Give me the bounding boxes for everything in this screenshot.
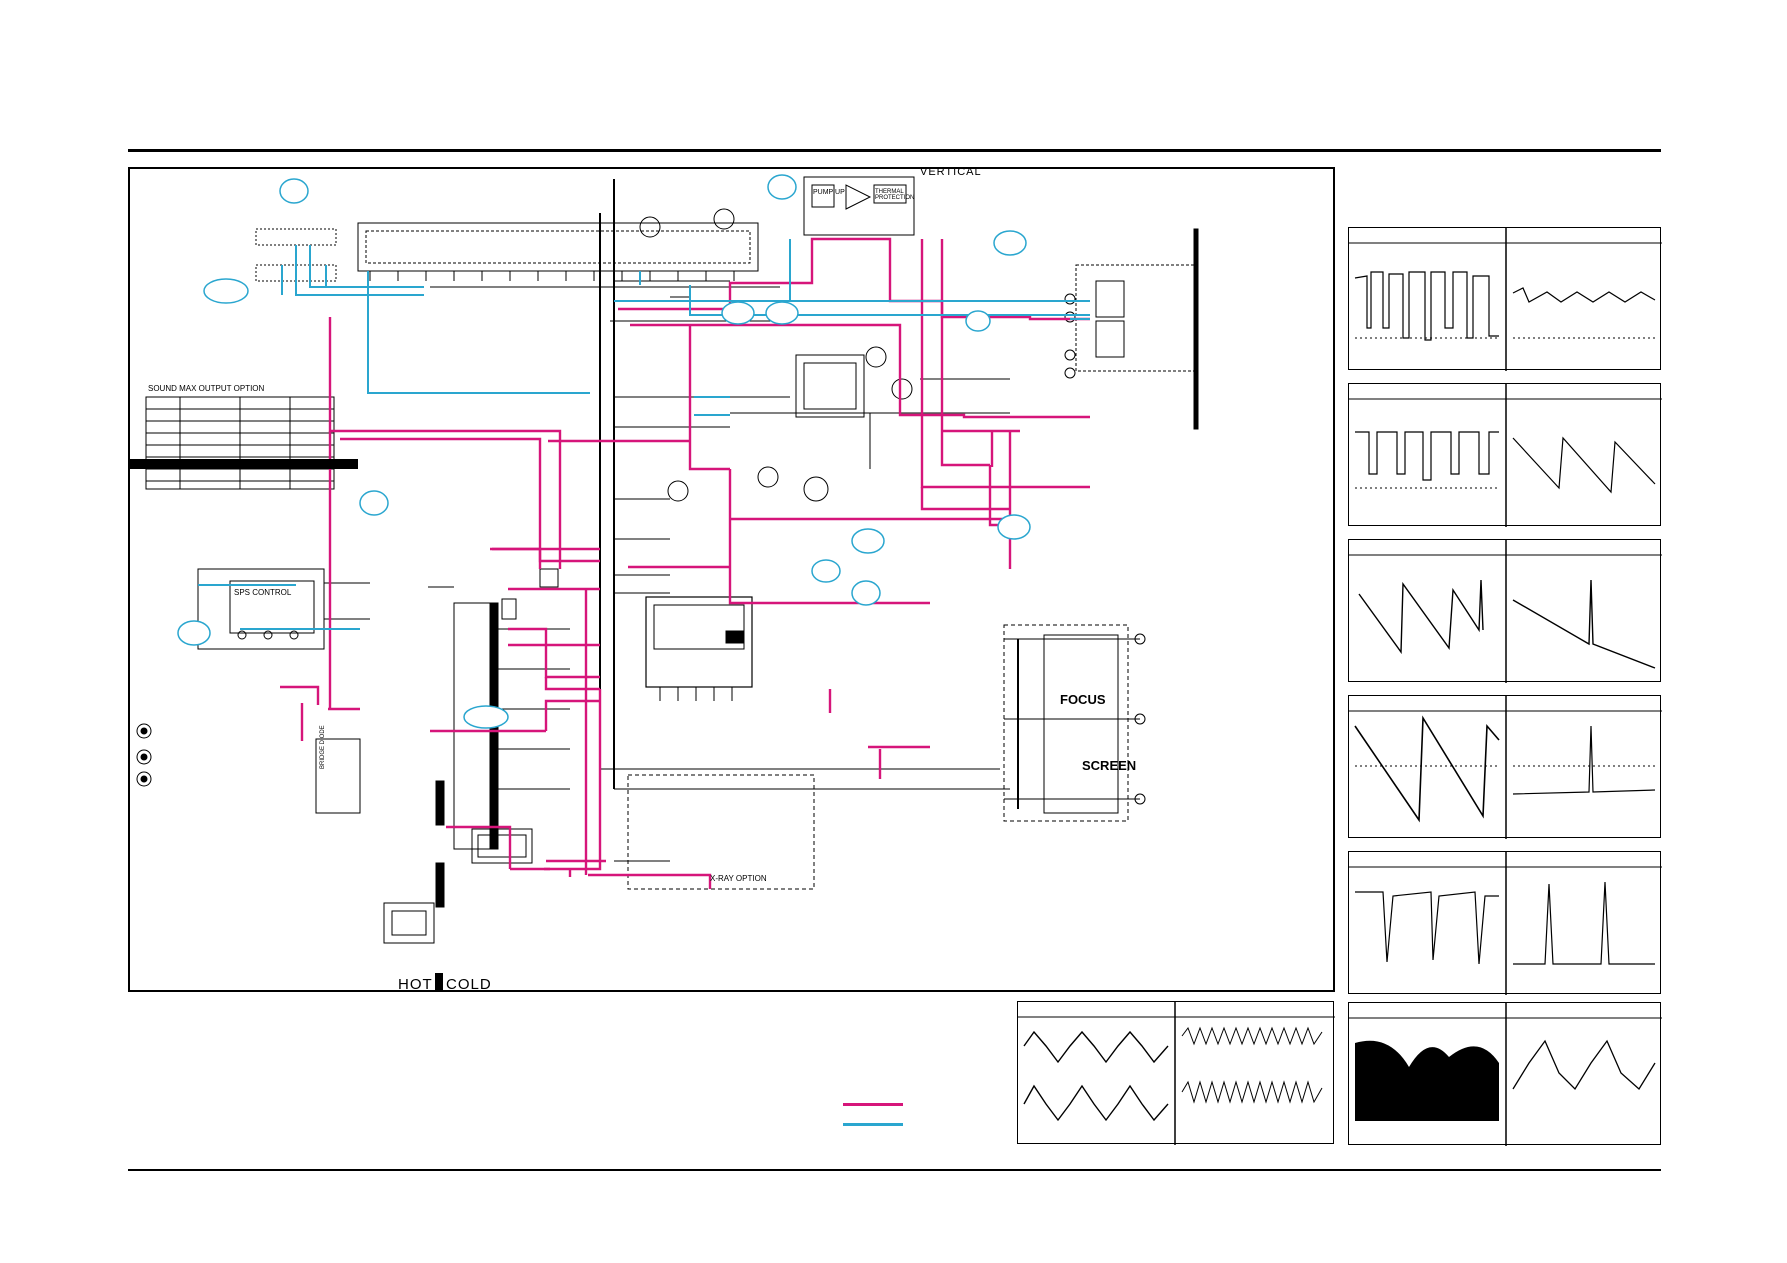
waveform-panel-1 [1348, 227, 1662, 371]
top-rule [128, 149, 1661, 152]
waveform-6 [1349, 1003, 1662, 1146]
waveform-panel-4 [1348, 695, 1662, 839]
waveform-3 [1349, 540, 1662, 683]
focus-label: FOCUS [1060, 692, 1106, 707]
sps-control-label: SPS CONTROL [234, 588, 292, 597]
screen-label: SCREEN [1082, 758, 1137, 773]
bridge-diode-label: BRIDGE DIODE [320, 725, 326, 769]
schematic-frame: VERTICAL PUMP UP THERMAL PROTECTION SOUN… [128, 167, 1335, 992]
waveform-panel-3 [1348, 539, 1662, 683]
waveform-4 [1349, 696, 1662, 839]
cold-label: COLD [446, 976, 492, 992]
hot-label: HOT [398, 976, 433, 992]
waveform-2 [1349, 384, 1662, 527]
primary-side-bar [130, 459, 358, 469]
thermal-protection-label: THERMAL PROTECTION [875, 189, 915, 201]
waveform-7 [1018, 1002, 1335, 1145]
waveform-5 [1349, 852, 1662, 995]
waveform-panel-5 [1348, 851, 1662, 995]
pump-up-label: PUMP UP [813, 189, 845, 196]
schematic-drawing [136, 174, 1199, 944]
waveform-1 [1349, 228, 1662, 371]
legend-magenta-line [843, 1103, 903, 1106]
sound-option-title: SOUND MAX OUTPUT OPTION [148, 384, 265, 393]
hot-cold-divider [435, 973, 443, 990]
vertical-label: VERTICAL [920, 167, 982, 178]
waveform-panel-6 [1348, 1002, 1662, 1146]
waveform-panel-7 [1017, 1001, 1335, 1145]
waveform-panel-2 [1348, 383, 1662, 527]
legend-blue-line [843, 1123, 903, 1126]
bottom-rule [128, 1169, 1661, 1171]
xray-option-label: X-RAY OPTION [710, 874, 767, 883]
